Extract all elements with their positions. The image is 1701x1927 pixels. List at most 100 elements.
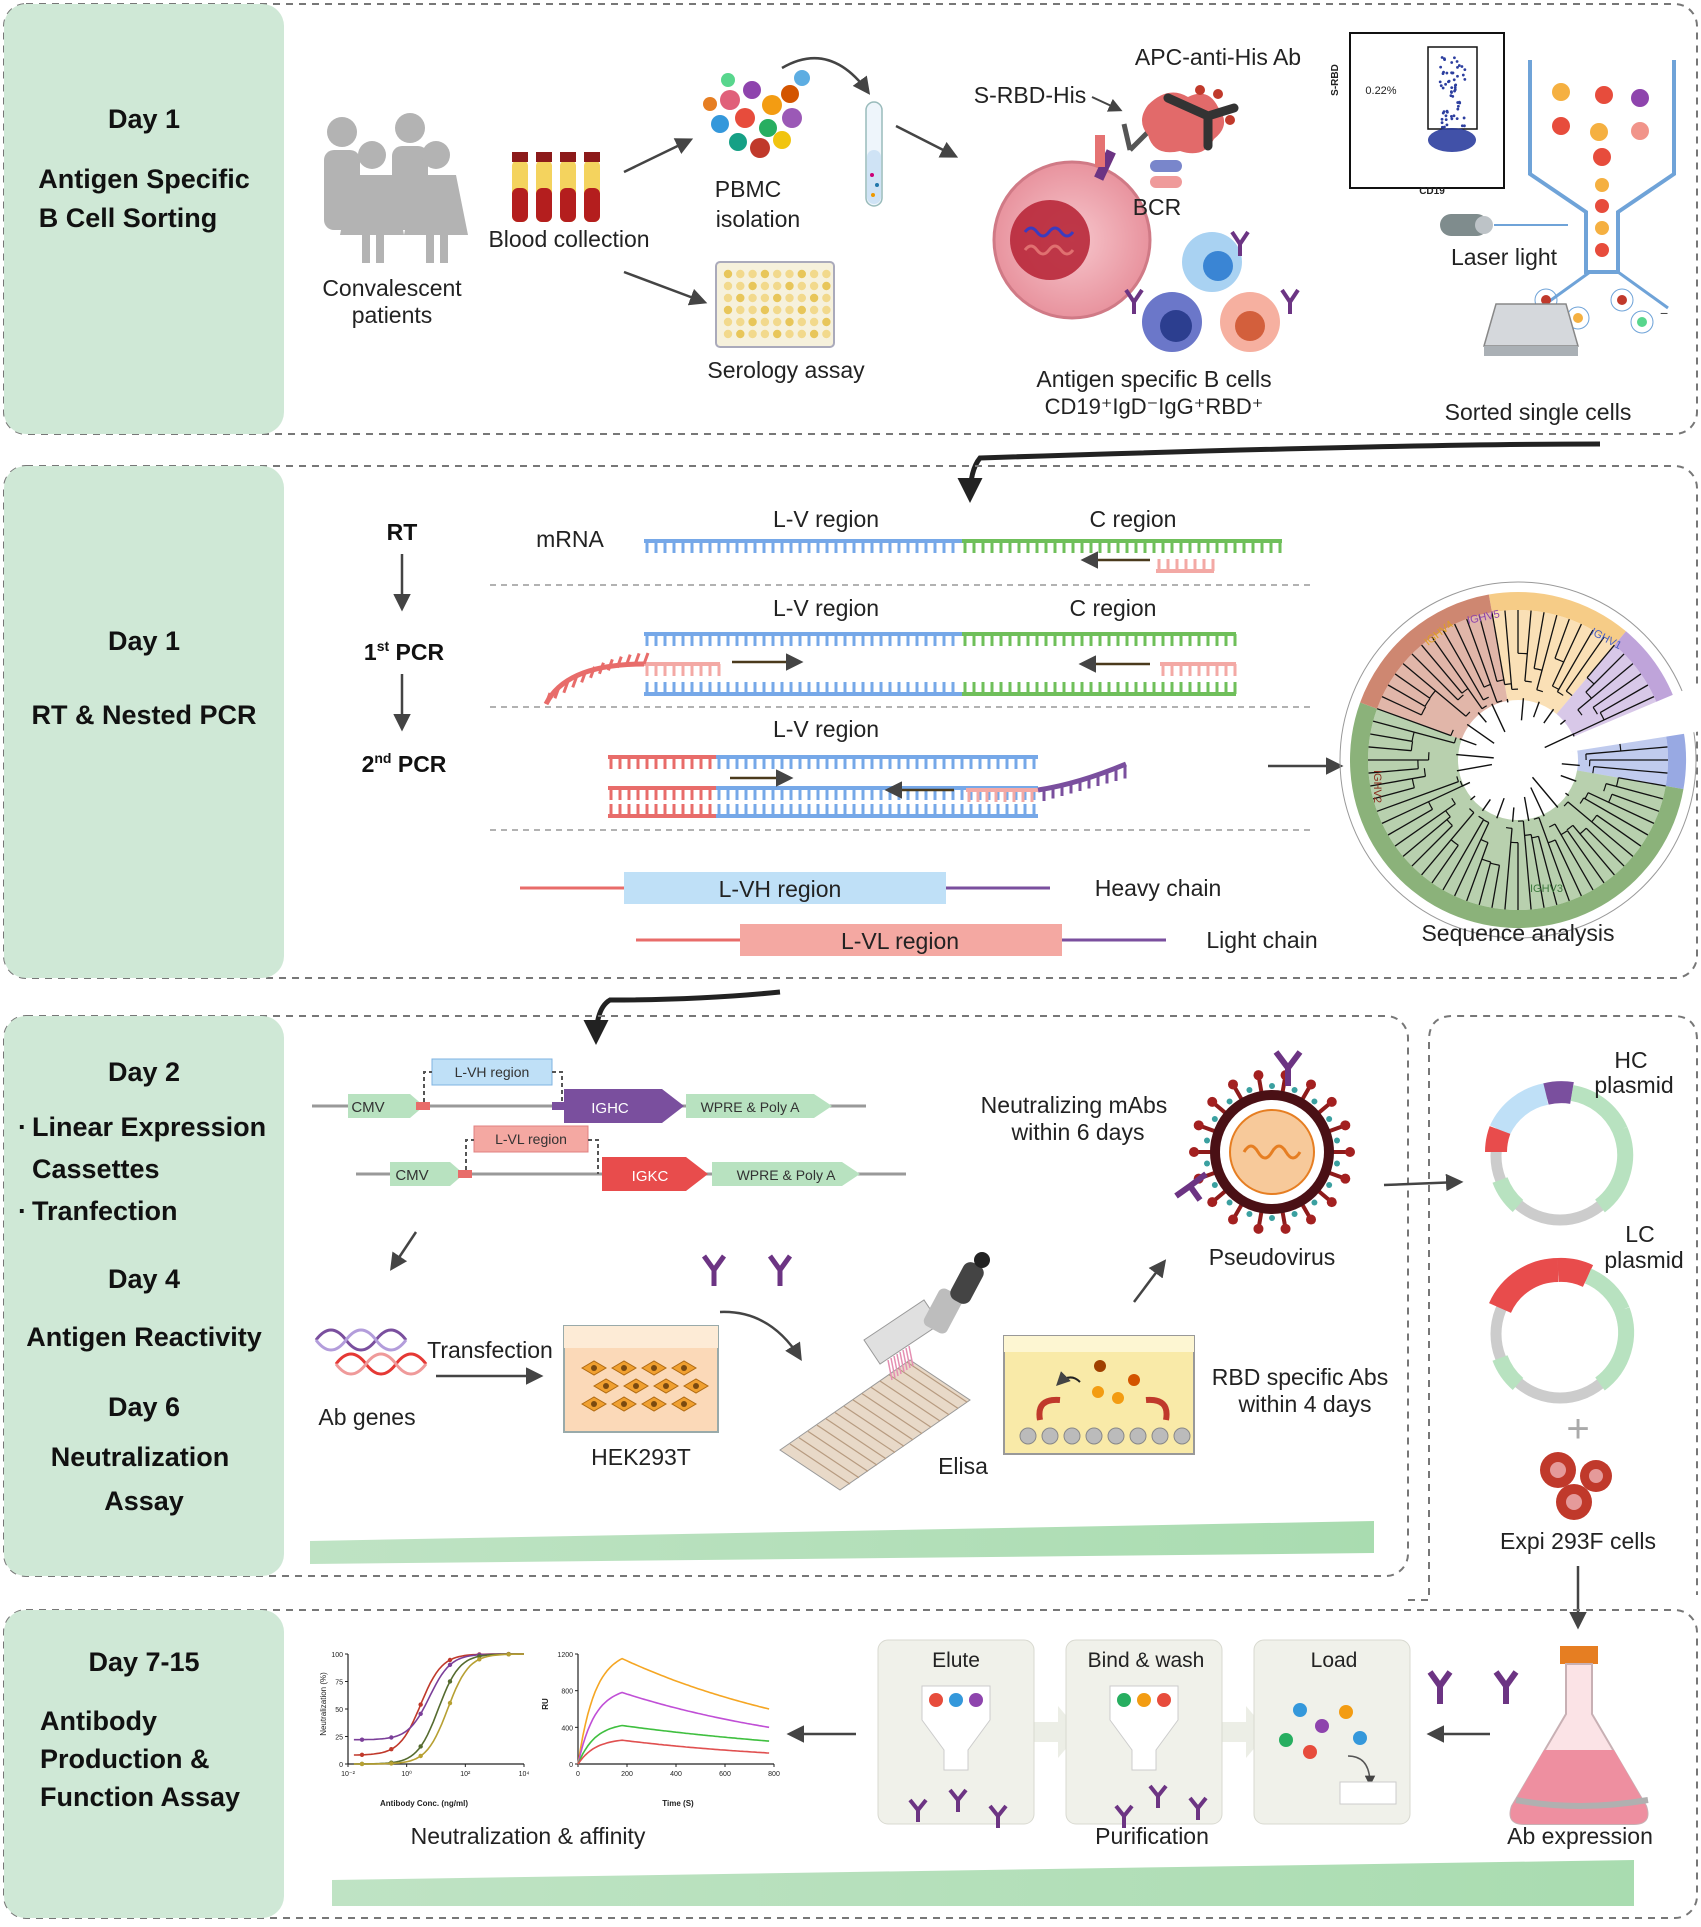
panel-2-label-box bbox=[4, 466, 284, 978]
b-cells-group-icon bbox=[1124, 230, 1300, 352]
facs-y-axis-label: S-RBD bbox=[1330, 64, 1341, 96]
bind-column-icon bbox=[1109, 1685, 1179, 1771]
neutralization-chart: Neutralization (%) Antibody Conc. (ng/ml… bbox=[319, 1651, 529, 1808]
pseudovirus-icon bbox=[1174, 1050, 1355, 1234]
elute-label: Elute bbox=[932, 1649, 980, 1672]
bullet-dot-1: · bbox=[18, 1112, 27, 1142]
panel-2-title: RT & Nested PCR bbox=[31, 700, 256, 730]
hc-plasmid-line1: HC bbox=[1614, 1047, 1647, 1073]
light-chain-construct: L-VL region bbox=[636, 924, 1166, 956]
light-chain-label: Light chain bbox=[1206, 927, 1317, 953]
convalescent-label-line2: patients bbox=[352, 302, 433, 328]
lvl-region-label: L-VL region bbox=[841, 928, 959, 954]
neut-point bbox=[447, 1662, 453, 1668]
blood-collection-label: Blood collection bbox=[488, 226, 649, 252]
spr-x-tick: 200 bbox=[621, 1771, 633, 1778]
neut-series-line bbox=[353, 1653, 524, 1741]
neut-x-axis-label: Antibody Conc. (ng/ml) bbox=[380, 1799, 468, 1808]
bullet2: Tranfection bbox=[32, 1196, 178, 1226]
step-1st-pcr: 1st PCR bbox=[364, 638, 445, 665]
panel-2-day: Day 1 bbox=[108, 626, 180, 656]
antigen-specific-b-cells-line2: CD19⁺IgD⁻IgG⁺RBD⁺ bbox=[1045, 394, 1264, 419]
load-label: Load bbox=[1311, 1649, 1358, 1672]
lc-plasmid-line1: LC bbox=[1625, 1221, 1654, 1247]
c-region-label-2: C region bbox=[1070, 595, 1157, 621]
panel-1-day: Day 1 bbox=[108, 104, 180, 134]
panel-3-label-box bbox=[4, 1016, 284, 1576]
neut-x-tick: 10² bbox=[460, 1771, 471, 1778]
sorted-single-cells-label: Sorted single cells bbox=[1445, 399, 1632, 425]
neut-x-tick: 10⁰ bbox=[401, 1770, 412, 1778]
laser-icon bbox=[1440, 214, 1568, 236]
neut-point bbox=[418, 1702, 423, 1707]
lvh-region-label: L-VH region bbox=[719, 876, 842, 902]
neut-point bbox=[418, 1753, 423, 1759]
spr-series-line bbox=[577, 1657, 770, 1765]
panel-1-b-cell-sorting: Day 1 Antigen Specific B Cell Sorting Co… bbox=[3, 3, 1698, 435]
neutralizing-mabs-line1: Neutralizing mAbs bbox=[981, 1092, 1168, 1118]
spr-y-tick: 400 bbox=[561, 1725, 573, 1732]
neutralizing-mabs-line2: within 6 days bbox=[1011, 1119, 1145, 1145]
spr-x-axis-label: Time (S) bbox=[662, 1799, 694, 1808]
panel-4-label-box bbox=[4, 1610, 284, 1918]
spr-series-line bbox=[577, 1724, 770, 1765]
cmv-label-1: CMV bbox=[351, 1099, 384, 1116]
bullet1-line2: Cassettes bbox=[32, 1154, 160, 1184]
neut-point bbox=[359, 1737, 365, 1742]
second-pcr-strands bbox=[608, 755, 1127, 818]
lvl-region-small-label: L-VL region bbox=[495, 1131, 567, 1147]
s-rbd-his-label: S-RBD-His bbox=[974, 82, 1086, 108]
lc-plasmid-line2: plasmid bbox=[1604, 1247, 1683, 1273]
mrna-label: mRNA bbox=[536, 526, 604, 552]
neut-x-tick: 10⁻² bbox=[341, 1771, 355, 1778]
neut-y-axis-label: Neutralization (%) bbox=[319, 1672, 328, 1736]
light-chain-cassette: CMV L-VL region IGKC WPRE & Poly A bbox=[356, 1125, 906, 1191]
free-antibodies-icon bbox=[1427, 1670, 1519, 1704]
igkc-segment bbox=[602, 1157, 708, 1191]
serology-assay-label: Serology assay bbox=[707, 357, 865, 383]
pbmc-cells-icon bbox=[703, 70, 810, 158]
spr-x-tick: 0 bbox=[576, 1771, 580, 1778]
pbmc-label-line1: PBMC bbox=[715, 176, 781, 202]
purification-steps: Elute Bind & wash Load bbox=[877, 1639, 1411, 1828]
sequence-analysis-label: Sequence analysis bbox=[1421, 920, 1614, 946]
panel-4-day: Day 7-15 bbox=[88, 1647, 199, 1677]
rbd-well-icon bbox=[1003, 1335, 1195, 1455]
bullet1-line1: Linear Expression bbox=[32, 1112, 266, 1142]
bullet-dot-2: · bbox=[18, 1196, 27, 1226]
panel-3-expression: Day 2 · Linear Expression Cassettes · Tr… bbox=[3, 1015, 1698, 1630]
spr-x-tick: 600 bbox=[719, 1771, 731, 1778]
neut-y-tick: 25 bbox=[335, 1735, 343, 1742]
lv-region-label-3: L-V region bbox=[773, 716, 879, 742]
connector-arrow-1 bbox=[957, 441, 1601, 503]
c-region-label-1: C region bbox=[1090, 506, 1177, 532]
bcr-chain-icon bbox=[1095, 135, 1105, 167]
spr-series-line bbox=[577, 1691, 770, 1765]
apc-anti-his-antibody-icon bbox=[1163, 85, 1239, 151]
heavy-chain-construct: L-VH region bbox=[520, 872, 1050, 904]
lv-region-label-2: L-V region bbox=[773, 595, 879, 621]
expression-flask-icon bbox=[1509, 1646, 1649, 1825]
plus-symbol: + bbox=[1566, 1407, 1589, 1451]
neut-y-tick: 50 bbox=[335, 1707, 343, 1714]
convalescent-label-line1: Convalescent bbox=[322, 275, 462, 301]
serology-plate-icon bbox=[715, 261, 835, 348]
panel-2-rt-nested-pcr: Day 1 RT & Nested PCR RT 1st PCR 2nd PCR… bbox=[3, 465, 1701, 979]
apc-anti-his-label: APC-anti-His Ab bbox=[1135, 44, 1301, 70]
b-cell-icon bbox=[992, 149, 1152, 320]
lc-plasmid-icon bbox=[1489, 1257, 1635, 1404]
neut-y-tick: 0 bbox=[339, 1762, 343, 1769]
dna-helix-icon bbox=[314, 1328, 428, 1376]
lvh-region-small-label: L-VH region bbox=[455, 1064, 530, 1080]
neut-point bbox=[447, 1657, 453, 1663]
neut-point bbox=[389, 1735, 394, 1740]
lv-region-label-1: L-V region bbox=[773, 506, 879, 532]
igkc-label: IGKC bbox=[632, 1168, 669, 1185]
wpre-label-2: WPRE & Poly A bbox=[737, 1167, 836, 1183]
cell-sorter-icon: + − bbox=[1520, 60, 1676, 334]
neut-point bbox=[418, 1744, 423, 1749]
ighv2-label: IGHV2 bbox=[1371, 770, 1383, 803]
ighv3-label: IGHV3 bbox=[1530, 883, 1563, 895]
neut-point bbox=[447, 1679, 453, 1684]
